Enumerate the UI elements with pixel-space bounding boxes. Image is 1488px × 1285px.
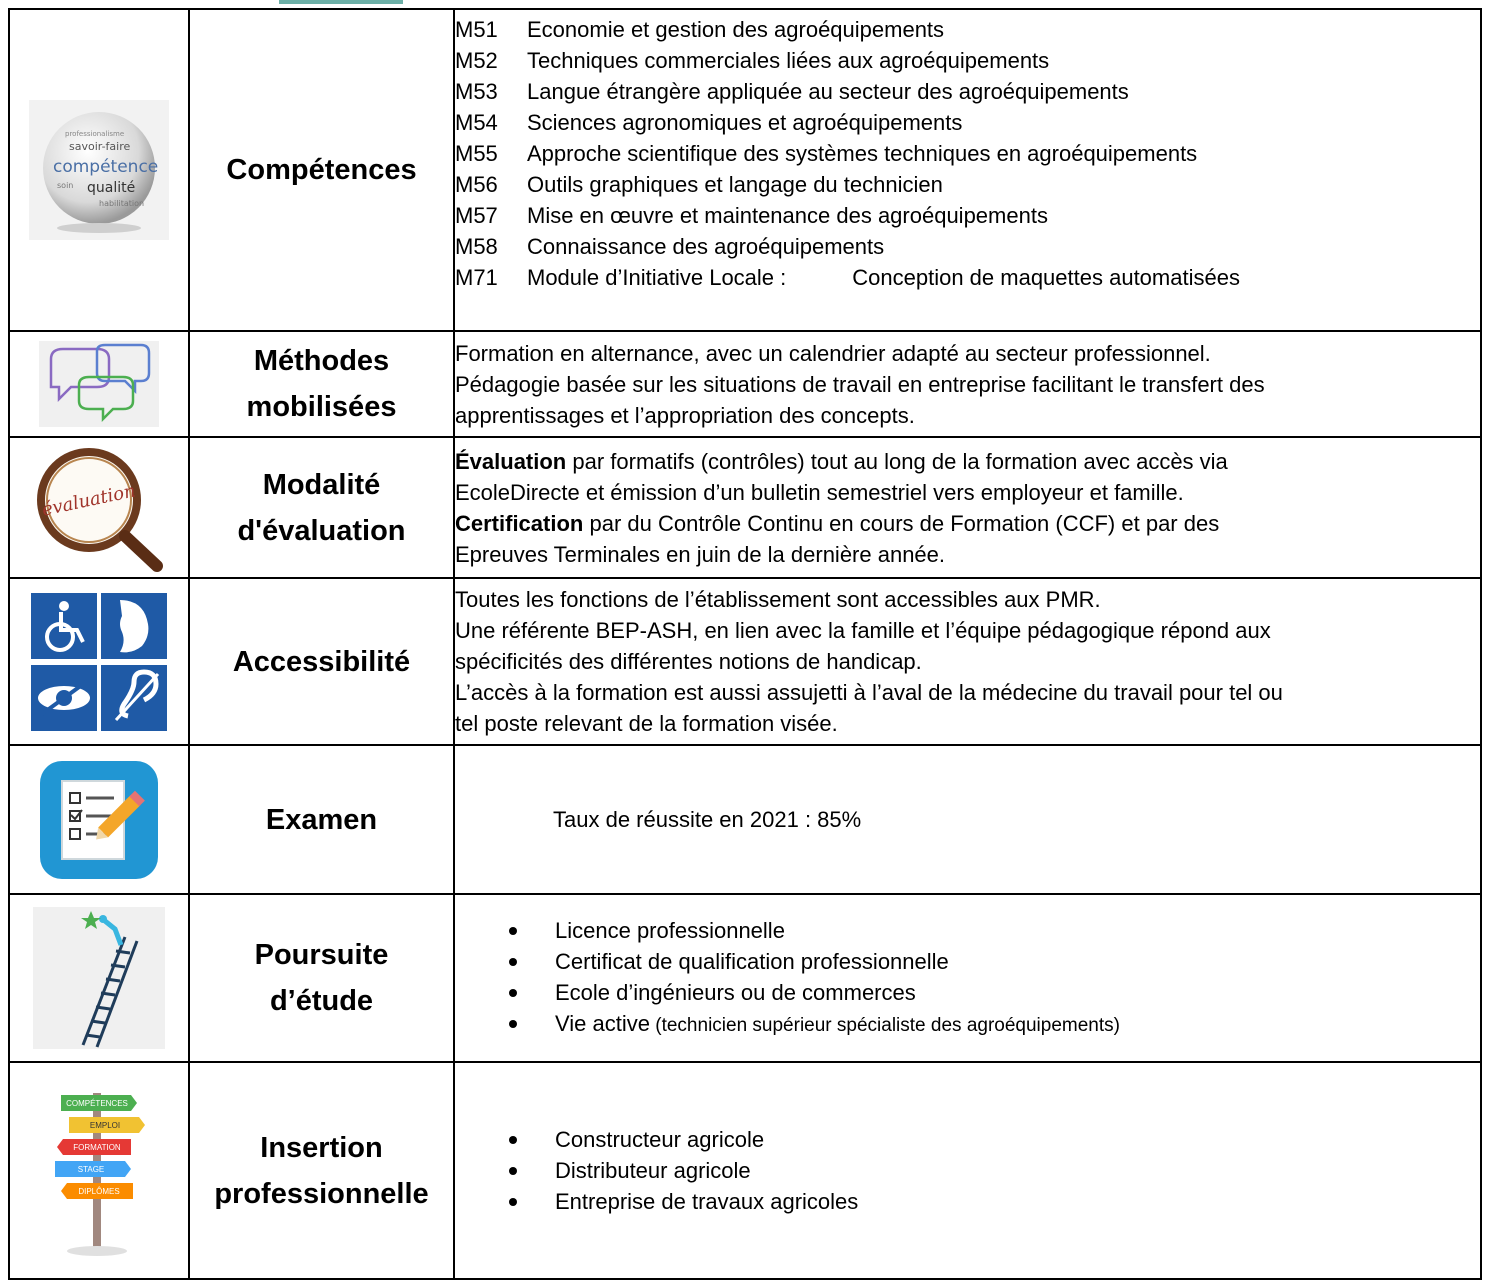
svg-text:savoir-faire: savoir-faire: [69, 140, 131, 153]
poursuite-list: Licence professionnelle Certificat de qu…: [453, 893, 1482, 1063]
svg-text:compétence: compétence: [53, 157, 158, 177]
svg-text:FORMATION: FORMATION: [73, 1143, 121, 1152]
row-methodes: Méthodes mobilisées Formation en alterna…: [8, 330, 1482, 438]
list-item: Vie active (technicien supérieur spécial…: [509, 1008, 1480, 1041]
row-examen: Examen Taux de réussite en 2021 : 85%: [8, 744, 1482, 895]
list-item: Licence professionnelle: [509, 915, 1480, 946]
exam-checklist-icon: [8, 744, 190, 895]
list-item: Certificat de qualification professionne…: [509, 946, 1480, 977]
label-poursuite: Poursuite d’étude: [188, 893, 455, 1063]
svg-text:STAGE: STAGE: [78, 1165, 105, 1174]
svg-text:DIPLÔMES: DIPLÔMES: [78, 1187, 119, 1196]
row-accessibilite: Accessibilité Toutes les fonctions de l’…: [8, 577, 1482, 746]
list-item: Distributeur agricole: [509, 1155, 1480, 1186]
list-item: Constructeur agricole: [509, 1124, 1480, 1155]
svg-text:professionalisme: professionalisme: [65, 130, 124, 138]
label-modalite: Modalité d'évaluation: [188, 436, 455, 579]
row-poursuite: Poursuite d’étude Licence professionnell…: [8, 893, 1482, 1063]
svg-text:qualité: qualité: [87, 180, 135, 196]
accessibilite-text: Toutes les fonctions de l’établissement …: [453, 577, 1482, 746]
label-competences: Compétences: [188, 8, 455, 332]
label-insertion: Insertion professionnelle: [188, 1061, 455, 1280]
list-item: Ecole d’ingénieurs ou de commerces: [509, 977, 1480, 1008]
row-competences: savoir-faire compétence qualité habilita…: [8, 8, 1482, 332]
row-modalite: évaluation Modalité d'évaluation Évaluat…: [8, 436, 1482, 579]
label-accessibilite: Accessibilité: [188, 577, 455, 746]
accessibility-pictograms-icon: [8, 577, 190, 746]
list-item: Entreprise de travaux agricoles: [509, 1186, 1480, 1217]
svg-text:habilitation: habilitation: [99, 199, 144, 208]
speech-bubbles-icon: [8, 330, 190, 438]
methodes-text: Formation en alternance, avec un calendr…: [453, 330, 1482, 438]
competence-sphere-icon: savoir-faire compétence qualité habilita…: [8, 8, 190, 332]
svg-text:soin: soin: [57, 181, 73, 190]
label-methodes: Méthodes mobilisées: [188, 330, 455, 438]
insertion-list: Constructeur agricole Distributeur agric…: [453, 1061, 1482, 1280]
program-info-table: savoir-faire compétence qualité habilita…: [8, 8, 1482, 1280]
magnifier-evaluation-icon: évaluation: [8, 436, 190, 579]
header-accent-line: [185, 0, 445, 4]
label-examen: Examen: [188, 744, 455, 895]
svg-text:EMPLOI: EMPLOI: [90, 1121, 120, 1130]
modalite-text: Évaluation par formatifs (contrôles) tou…: [453, 436, 1482, 579]
row-insertion: COMPÉTENCES EMPLOI FORMATION STAGE DIPLÔ…: [8, 1061, 1482, 1280]
svg-text:COMPÉTENCES: COMPÉTENCES: [66, 1099, 128, 1108]
signpost-icon: COMPÉTENCES EMPLOI FORMATION STAGE DIPLÔ…: [8, 1061, 190, 1280]
success-rate: Taux de réussite en 2021 : 85%: [553, 807, 862, 832]
ladder-star-icon: [8, 893, 190, 1063]
examen-text: Taux de réussite en 2021 : 85%: [453, 744, 1482, 895]
